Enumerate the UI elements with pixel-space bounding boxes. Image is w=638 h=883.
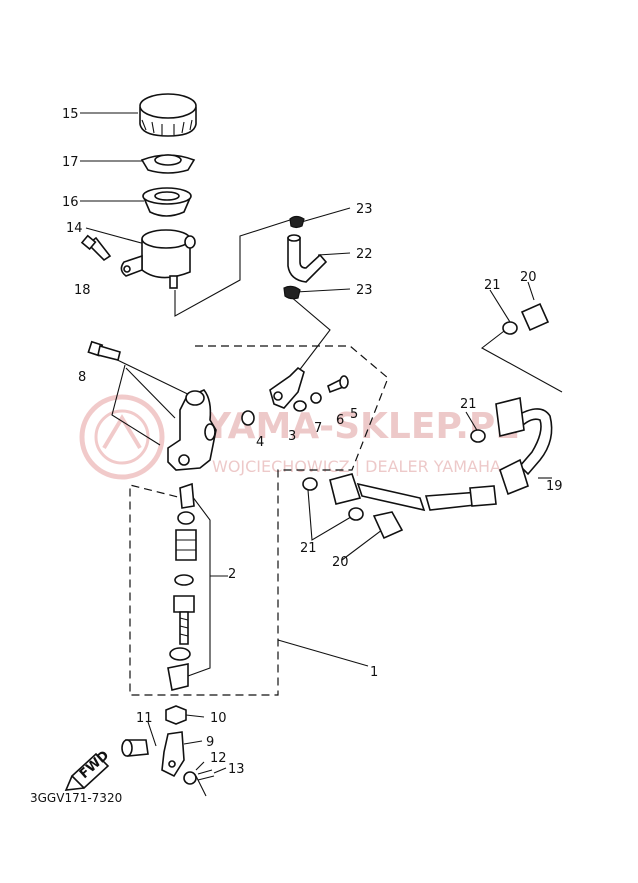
clevis-part [161, 731, 185, 778]
brake-hose-part [329, 397, 553, 512]
callout-label: 1 [370, 665, 378, 680]
callout-label: 8 [78, 370, 86, 385]
callout-label: 21 [484, 278, 501, 293]
callout-label: 20 [520, 270, 537, 285]
callout-label: 17 [62, 155, 79, 170]
callout-label: 2 [228, 567, 236, 582]
callout-label: 13 [228, 762, 245, 777]
callout-label: 7 [314, 421, 322, 436]
pin-part [121, 739, 149, 757]
callout-label: 4 [256, 435, 264, 450]
piston-kit-part [167, 482, 197, 691]
callout-label: 20 [332, 555, 349, 570]
watermark-sub: WOJCIECHOWICZ | DEALER YAMAHA [212, 457, 501, 476]
diaphragm-part [140, 154, 196, 174]
fwd-arrow-icon: FWD [64, 748, 112, 791]
diaphragm-holder-part [142, 187, 192, 217]
callout-label: 22 [356, 247, 373, 262]
hose-clip-lower-part [283, 285, 301, 300]
watermark-logo [79, 394, 165, 480]
callout-label: 5 [350, 407, 358, 422]
reservoir-part [120, 229, 196, 289]
callout-label: 9 [206, 735, 214, 750]
callout-label: 21 [460, 397, 477, 412]
callout-label: 3 [288, 429, 296, 444]
callout-label: 19 [546, 479, 563, 494]
reservoir-hose-part [287, 234, 328, 283]
nut-part [165, 705, 187, 725]
drawing-code: 3GGV171-7320 [30, 791, 122, 805]
callout-label: 6 [336, 413, 344, 428]
callout-label: 23 [356, 202, 373, 217]
callout-labels: 15 17 16 14 18 23 22 23 21 20 8 4 3 7 6 … [62, 107, 563, 777]
hose-clip-upper-part [289, 215, 305, 229]
o-ring-part [241, 410, 255, 426]
callout-label: 14 [66, 221, 83, 236]
callout-label: 11 [136, 711, 153, 726]
reservoir-bolt-part [80, 234, 112, 262]
joint-fasteners-part [293, 375, 349, 412]
hose-joint-part [269, 366, 305, 409]
master-cylinder-part [167, 389, 217, 471]
callout-label: 18 [74, 283, 91, 298]
callout-label: 21 [300, 541, 317, 556]
assembly-outline [129, 345, 389, 696]
callout-label: 12 [210, 751, 227, 766]
callout-label: 15 [62, 107, 79, 122]
callout-label: 10 [210, 711, 227, 726]
reservoir-cap-part [139, 93, 197, 137]
callout-label: 23 [356, 283, 373, 298]
banjo-bolts-part [302, 302, 550, 540]
leader-lines [80, 112, 563, 774]
cotter-pin-part [183, 769, 215, 797]
master-cylinder-bolt-part [87, 340, 121, 361]
callout-label: 16 [62, 195, 79, 210]
